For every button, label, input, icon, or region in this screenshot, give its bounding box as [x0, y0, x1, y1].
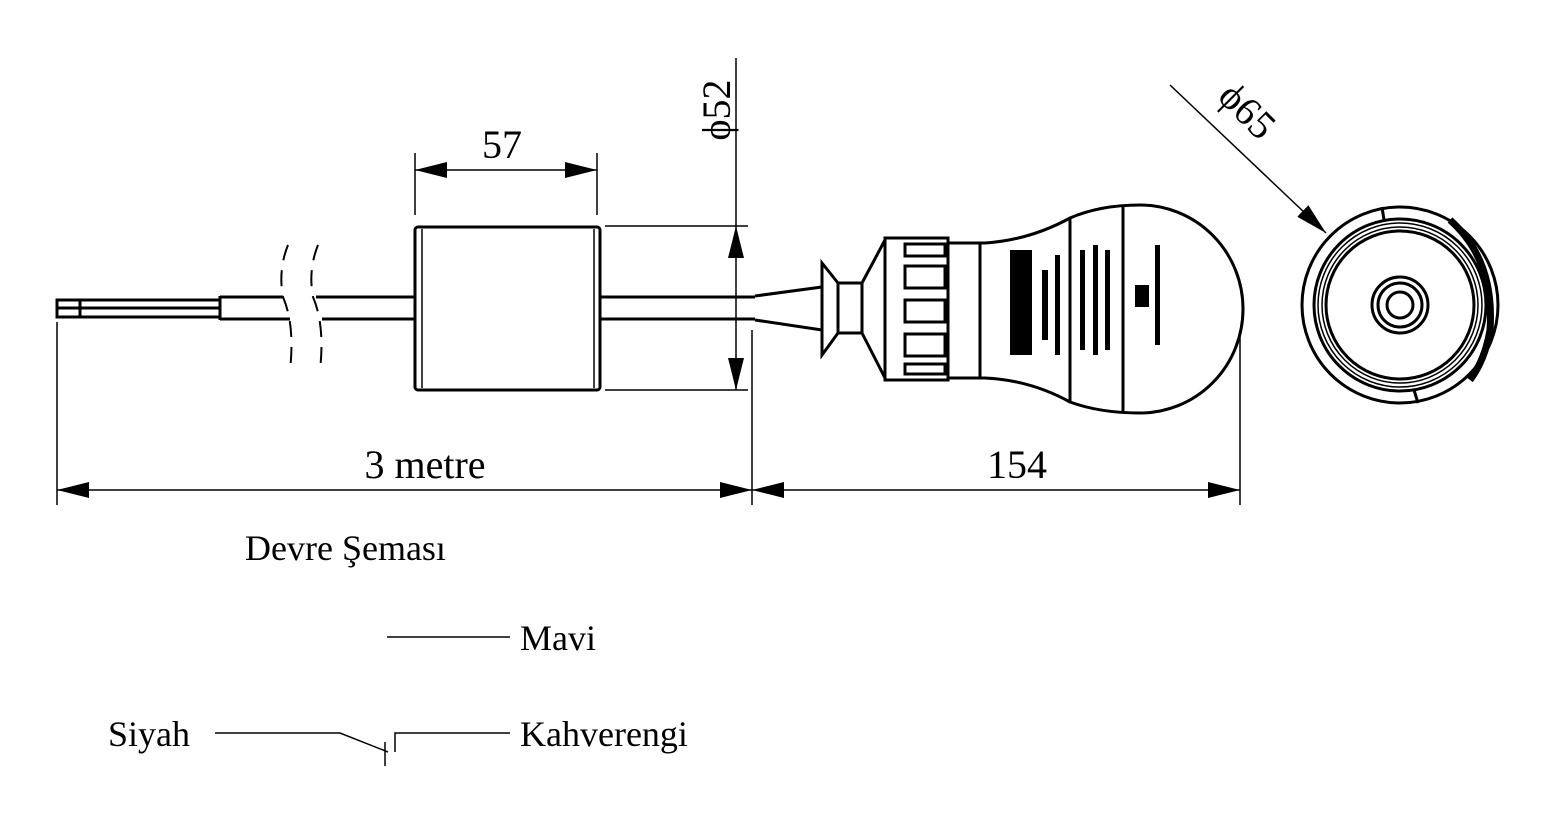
dimension-lengths: 3 metre 154	[56, 322, 1241, 505]
label-text-marks	[1447, 217, 1494, 383]
dimension-head-diameter: ϕ65	[1169, 73, 1327, 234]
dimension-label: 57	[482, 122, 522, 167]
cable	[55, 244, 755, 371]
dimension-label: ϕ52	[694, 79, 739, 140]
dimension-cylinder-length: 57	[414, 122, 598, 215]
wire-label-black: Siyah	[108, 714, 190, 754]
label-text-marks	[1042, 245, 1160, 355]
dimension-label: 3 metre	[364, 442, 485, 487]
ce-mark	[1135, 285, 1149, 307]
cable-sheath	[218, 295, 290, 321]
float-switch-handle	[754, 203, 1245, 415]
break-mark	[280, 244, 293, 371]
wire-brown	[394, 732, 510, 752]
switch-contact	[215, 732, 389, 753]
wire-label-blue: Mavi	[520, 618, 596, 658]
dimension-label: ϕ65	[1210, 73, 1285, 148]
schematic-title: Devre Şeması	[245, 528, 446, 568]
dimension-label: 154	[987, 442, 1047, 487]
dimension-cylinder-diameter: ϕ52	[605, 58, 748, 391]
cylinder-weight	[413, 225, 602, 392]
brand-label	[1010, 250, 1032, 355]
break-mark	[310, 244, 323, 371]
head-end-view	[1300, 205, 1500, 405]
wire-label-brown: Kahverengi	[520, 714, 688, 754]
circuit-schematic: Devre Şeması Mavi Siyah Kahverengi	[108, 528, 688, 766]
